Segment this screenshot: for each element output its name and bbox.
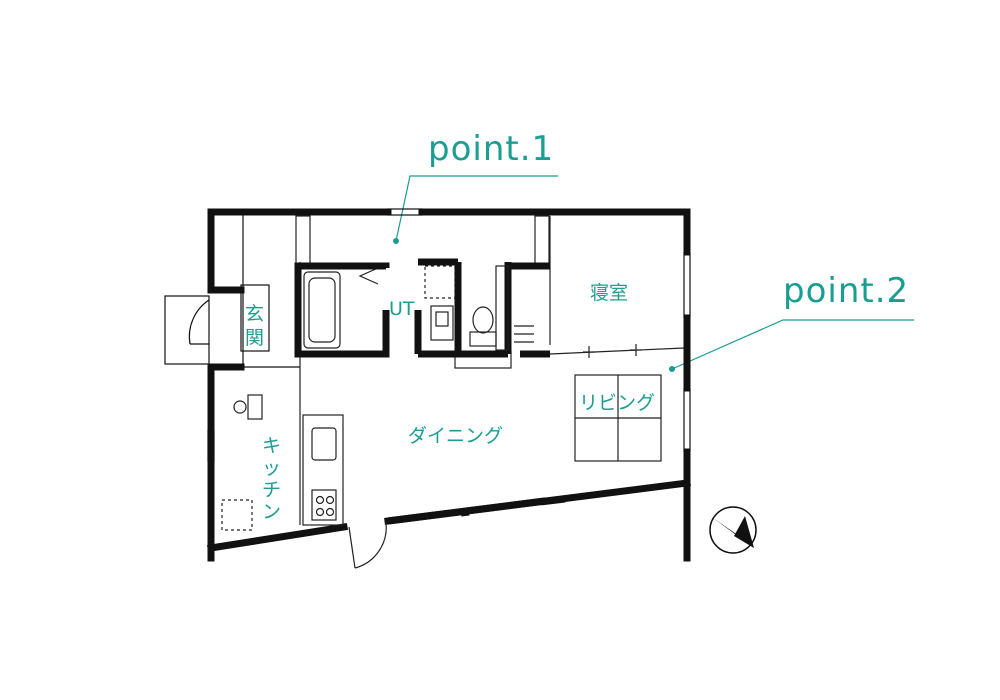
room-labels: 寝室 UT 玄 関 キ ッ チ ン ダイニング リビング: [245, 282, 655, 523]
windows: [207, 208, 691, 525]
bottom-wall-posts: [460, 495, 566, 517]
bathtub: [303, 265, 509, 351]
room-label-dining: ダイニング: [408, 425, 503, 447]
bathroom-walls: [294, 258, 550, 358]
room-label-entrance-top: 玄: [245, 303, 264, 325]
room-label-kitchen-1: キ: [262, 435, 281, 457]
dashed-fixtures: [221, 265, 456, 531]
callout-point-2: point.2: [669, 271, 914, 372]
callout-point-1: point.1: [393, 129, 558, 244]
callout-point-1-dot: [393, 238, 399, 244]
callout-point-2-leader: [671, 319, 914, 370]
compass-north-arrow-icon: [709, 506, 757, 554]
room-label-kitchen-4: ン: [262, 501, 281, 523]
callout-point-1-label: point.1: [428, 129, 554, 169]
callout-point-1-leader: [395, 175, 558, 242]
room-label-kitchen-2: ッ: [262, 457, 281, 479]
callout-point-2-dot: [669, 366, 675, 372]
room-label-kitchen-3: チ: [262, 479, 281, 501]
room-label-unit-bath: UT: [389, 298, 415, 320]
callout-point-2-label: point.2: [783, 271, 909, 311]
room-label-living: リビング: [579, 392, 655, 414]
entrance-porch: [164, 212, 300, 368]
room-label-bedroom: 寝室: [590, 282, 628, 304]
room-label-entrance-bottom: 関: [245, 327, 264, 349]
outer-walls: [206, 208, 691, 562]
